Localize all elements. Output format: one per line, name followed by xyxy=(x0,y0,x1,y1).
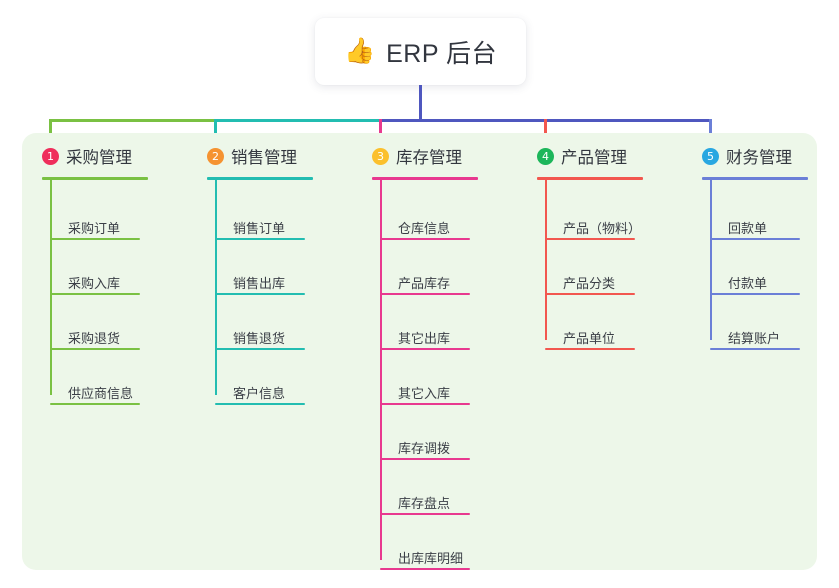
branch-item-underline xyxy=(215,238,305,240)
branch-title: 采购管理 xyxy=(66,149,132,167)
branch-header-underline xyxy=(207,177,313,180)
branch-item[interactable]: 库存盘点 xyxy=(398,496,451,511)
branch-number-badge: 2 xyxy=(207,147,224,165)
branch-header-4[interactable]: 4 产品管理 xyxy=(537,144,627,168)
branch-number-badge: 4 xyxy=(537,147,554,165)
branch-item-underline xyxy=(380,568,470,570)
root-node-content: 👍 ERP 后台 xyxy=(344,34,497,70)
branch-item-underline xyxy=(380,403,470,405)
branch-spine xyxy=(710,177,712,340)
branches-panel: 1 采购管理采购订单采购入库采购退货供应商信息 2 销售管理销售订单销售出库销售退货客… xyxy=(22,133,817,570)
branch-item-underline xyxy=(545,238,635,240)
branch-item-underline xyxy=(50,348,140,350)
branch-item-underline xyxy=(50,238,140,240)
branch-item[interactable]: 采购退货 xyxy=(68,331,121,346)
branch-title: 销售管理 xyxy=(231,149,297,167)
branch-item[interactable]: 采购订单 xyxy=(68,221,121,236)
branch-header-1[interactable]: 1 采购管理 xyxy=(42,144,132,168)
branch-header-5[interactable]: 5 财务管理 xyxy=(702,144,792,168)
branch-item-underline xyxy=(50,293,140,295)
branch-header-underline xyxy=(42,177,148,180)
branch-item-underline xyxy=(50,403,140,405)
branch-item[interactable]: 结算账户 xyxy=(728,331,781,346)
branch-spine xyxy=(545,177,547,340)
branch-item-underline xyxy=(215,348,305,350)
branch-item[interactable]: 采购入库 xyxy=(68,276,121,291)
branch-title: 财务管理 xyxy=(726,149,792,167)
bus-segment-2 xyxy=(214,119,381,122)
branch-item[interactable]: 销售出库 xyxy=(233,276,286,291)
branch-item-underline xyxy=(710,238,800,240)
branch-item[interactable]: 供应商信息 xyxy=(68,386,134,401)
branch-item[interactable]: 客户信息 xyxy=(233,386,286,401)
branch-spine xyxy=(215,177,217,395)
branch-item[interactable]: 其它入库 xyxy=(398,386,451,401)
branch-item[interactable]: 销售订单 xyxy=(233,221,286,236)
branch-item[interactable]: 产品分类 xyxy=(563,276,616,291)
branch-header-underline xyxy=(702,177,808,180)
branch-number-badge: 3 xyxy=(372,147,389,165)
branch-header-underline xyxy=(537,177,643,180)
branch-spine xyxy=(380,177,382,560)
branch-item-underline xyxy=(380,238,470,240)
root-stem-line xyxy=(418,85,422,122)
branch-item[interactable]: 库存调拨 xyxy=(398,441,451,456)
branch-header-underline xyxy=(372,177,478,180)
branch-item[interactable]: 付款单 xyxy=(728,276,768,291)
branch-item[interactable]: 仓库信息 xyxy=(398,221,451,236)
branch-item[interactable]: 出库库明细 xyxy=(398,551,464,566)
branch-header-2[interactable]: 2 销售管理 xyxy=(207,144,297,168)
branch-item[interactable]: 销售退货 xyxy=(233,331,286,346)
branch-item[interactable]: 其它出库 xyxy=(398,331,451,346)
branch-item[interactable]: 产品（物料） xyxy=(563,221,642,236)
branch-item-underline xyxy=(215,403,305,405)
branch-item-underline xyxy=(545,348,635,350)
branch-item-underline xyxy=(710,348,800,350)
branch-item-underline xyxy=(380,348,470,350)
root-node-title: ERP 后台 xyxy=(386,39,498,68)
branch-item-underline xyxy=(215,293,305,295)
branch-spine xyxy=(50,177,52,395)
bus-segment-1 xyxy=(49,119,216,122)
branch-header-3[interactable]: 3 库存管理 xyxy=(372,144,462,168)
root-node-card[interactable]: 👍 ERP 后台 xyxy=(315,18,526,85)
branch-title: 产品管理 xyxy=(561,149,627,167)
branch-item[interactable]: 产品库存 xyxy=(398,276,451,291)
branch-item[interactable]: 回款单 xyxy=(728,221,768,236)
branch-item-underline xyxy=(710,293,800,295)
branch-title: 库存管理 xyxy=(396,149,462,167)
thumbs-up-icon: 👍 xyxy=(343,37,376,65)
branch-item-underline xyxy=(545,293,635,295)
branch-number-badge: 1 xyxy=(42,147,59,165)
branch-item[interactable]: 产品单位 xyxy=(563,331,616,346)
branch-item-underline xyxy=(380,458,470,460)
branch-number-badge: 5 xyxy=(702,147,719,165)
branch-item-underline xyxy=(380,293,470,295)
branch-item-underline xyxy=(380,513,470,515)
